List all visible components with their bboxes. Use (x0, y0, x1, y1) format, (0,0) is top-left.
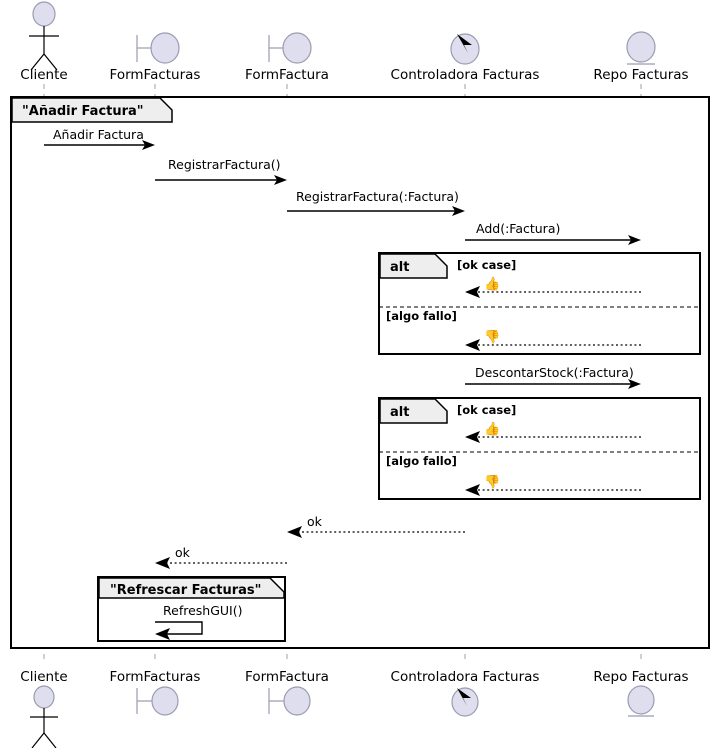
arrowhead (465, 339, 480, 351)
fragment-title-tab (98, 577, 285, 599)
actor-stick-figure-icon (33, 685, 55, 709)
message-registrar-factura[interactable]: RegistrarFactura() (155, 157, 287, 185)
boundary-icon (151, 686, 179, 716)
arrowhead (465, 286, 480, 298)
arrowhead (628, 379, 641, 389)
participant-label-formfactura-bottom: FormFactura (245, 669, 329, 685)
frame-refrescar-facturas: "Refrescar Facturas" (97, 576, 286, 642)
frame-outer-box (10, 96, 710, 649)
fragment-alt-1: alt [ok case] [algo fallo] (378, 252, 701, 355)
arrowhead (287, 526, 302, 538)
message-label-registrar-factura: RegistrarFactura() (168, 157, 281, 172)
message-fail-thumbsdown-1[interactable]: 👎 (465, 329, 641, 351)
message-ok-1[interactable]: ok (287, 514, 465, 538)
message-fail-thumbsdown-2[interactable]: 👎 (465, 474, 641, 496)
participant-label-controladora-bottom: Controladora Facturas (391, 669, 540, 685)
arrowhead (628, 235, 641, 245)
control-arrow-glyph (457, 688, 471, 706)
control-icon (450, 33, 480, 65)
frame-title-label: "Añadir Factura" (22, 104, 144, 119)
participant-foot-repo[interactable]: Repo Facturas (593, 669, 689, 717)
participant-foot-formfactura[interactable]: FormFactura (245, 669, 329, 716)
fragment-box (378, 397, 701, 500)
arrowhead (274, 175, 287, 185)
message-label-add-factura: Add(:Factura) (476, 221, 560, 236)
message-ok-thumbsup-2[interactable]: 👍 (465, 421, 641, 443)
frame-title-label-refrescar: "Refrescar Facturas" (110, 583, 261, 598)
message-anadir-factura[interactable]: Añadir Factura (44, 127, 155, 150)
boundary-icon (150, 32, 180, 64)
participant-head-formfacturas[interactable]: FormFacturas (110, 32, 201, 83)
participant-head-formfactura[interactable]: FormFactura (245, 32, 329, 83)
fragment-guard-1: [algo fallo] (386, 309, 457, 323)
fragment-operator-label: alt (390, 260, 409, 275)
fragment-box (97, 576, 286, 642)
actor-leg-right (43, 732, 57, 748)
participant-foot-formfacturas[interactable]: FormFacturas (110, 669, 201, 716)
message-registrar-factura-param[interactable]: RegistrarFactura(:Factura) (287, 189, 465, 216)
participant-label-cliente-bottom: Cliente (20, 669, 67, 685)
boundary-icon (283, 686, 311, 716)
message-ok-thumbsup-1[interactable]: 👍 (465, 276, 641, 298)
message-label-thumbsup-2: 👍 (484, 421, 500, 437)
message-label-descontar-stock: DescontarStock(:Factura) (475, 365, 634, 380)
message-label-anadir-factura: Añadir Factura (53, 127, 144, 142)
participant-label-repo: Repo Facturas (593, 67, 688, 83)
arrowhead (452, 206, 465, 216)
participant-label-repo-bottom: Repo Facturas (593, 669, 688, 685)
message-label-ok-2: ok (175, 545, 191, 560)
frame-title-tab (11, 97, 173, 123)
message-descontar-stock[interactable]: DescontarStock(:Factura) (465, 365, 641, 389)
arrowhead (465, 484, 480, 496)
participant-label-formfactura: FormFactura (245, 67, 329, 83)
message-label-ok-1: ok (307, 514, 323, 529)
fragment-operator-label: alt (390, 405, 409, 420)
participant-head-repo[interactable]: Repo Facturas (593, 31, 689, 83)
frame-anadir-factura: "Añadir Factura" (10, 96, 710, 649)
boundary-icon (282, 32, 312, 64)
message-refresh-gui[interactable]: RefreshGUI() (155, 603, 242, 640)
message-ok-2[interactable]: ok (155, 545, 287, 569)
entity-icon (627, 685, 655, 715)
actor-stick-figure-icon (32, 1, 56, 27)
arrowhead (465, 431, 480, 443)
message-label-thumbsdown-1: 👎 (484, 329, 500, 345)
actor-leg-left (31, 732, 45, 748)
actor-leg-right (43, 53, 58, 71)
arrowhead (142, 140, 155, 150)
fragment-operator-tab (379, 398, 448, 424)
participant-foot-cliente[interactable]: Cliente (20, 669, 68, 748)
arrowhead (155, 557, 170, 569)
participant-head-cliente[interactable]: Cliente (20, 1, 68, 83)
control-arrow-glyph (457, 34, 472, 53)
message-label-thumbsdown-2: 👎 (484, 474, 500, 490)
fragment-alt-2: alt [ok case] [algo fallo] (378, 397, 701, 500)
participant-foot-controladora[interactable]: Controladora Facturas (391, 669, 540, 717)
message-label-thumbsup-1: 👍 (484, 276, 500, 292)
participant-label-formfacturas-bottom: FormFacturas (110, 669, 201, 685)
entity-icon (626, 31, 656, 63)
message-label-refresh-gui: RefreshGUI() (163, 603, 242, 618)
fragment-guard-1: [algo fallo] (386, 454, 457, 468)
participant-label-formfacturas: FormFacturas (110, 67, 201, 83)
participant-head-controladora[interactable]: Controladora Facturas (391, 33, 540, 83)
fragment-box (378, 252, 701, 355)
arrowhead (155, 628, 170, 640)
message-label-registrar-factura-param: RegistrarFactura(:Factura) (296, 189, 459, 204)
message-add-factura[interactable]: Add(:Factura) (465, 221, 641, 245)
message-self-loop (155, 621, 203, 635)
fragment-guard-0: [ok case] (457, 403, 516, 417)
participant-label-cliente: Cliente (20, 67, 67, 83)
actor-leg-left (30, 53, 45, 71)
fragment-operator-tab (379, 253, 448, 279)
fragment-guard-0: [ok case] (457, 258, 516, 272)
participant-label-controladora: Controladora Facturas (391, 67, 540, 83)
